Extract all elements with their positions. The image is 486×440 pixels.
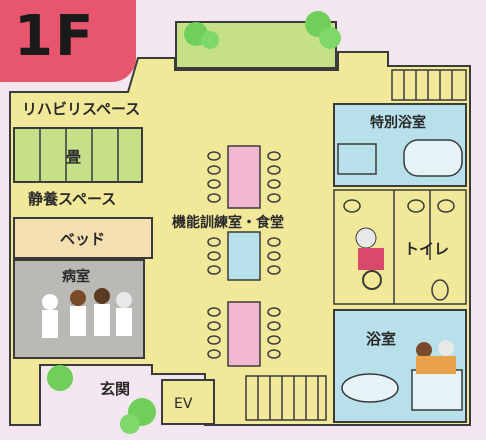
bed-area: [13, 217, 153, 259]
toilet-label: トイレ: [404, 240, 450, 258]
toilet-room: [333, 189, 467, 305]
tatami-room: [13, 127, 143, 183]
dining-table-3: [227, 301, 261, 367]
chairs: [207, 151, 281, 359]
floor-badge: 1F: [0, 0, 136, 82]
floor-label: 1F: [14, 4, 96, 69]
stairs-bottom: [245, 375, 327, 421]
wheelchair-person: [355, 227, 384, 290]
training-dining-label: 機能訓練室・食堂: [172, 215, 284, 231]
bath-label: 浴室: [366, 330, 397, 348]
tatami-label: 畳: [66, 148, 82, 166]
dining-table-2: [227, 231, 261, 281]
rehab-space-label: リハビリスペース: [22, 100, 141, 118]
stairs-top: [391, 69, 467, 101]
rest-space-label: 静養スペース: [28, 190, 117, 208]
elevator-label: EV: [174, 396, 193, 412]
entrance-label: 玄関: [100, 380, 131, 398]
sickroom-label: 病室: [62, 269, 90, 285]
special-bath-label: 特別浴室: [370, 115, 426, 131]
dining-table-1: [227, 145, 261, 209]
elevator-box: [161, 379, 215, 425]
bed-label: ベッド: [60, 230, 106, 248]
people-figures: [42, 288, 132, 338]
